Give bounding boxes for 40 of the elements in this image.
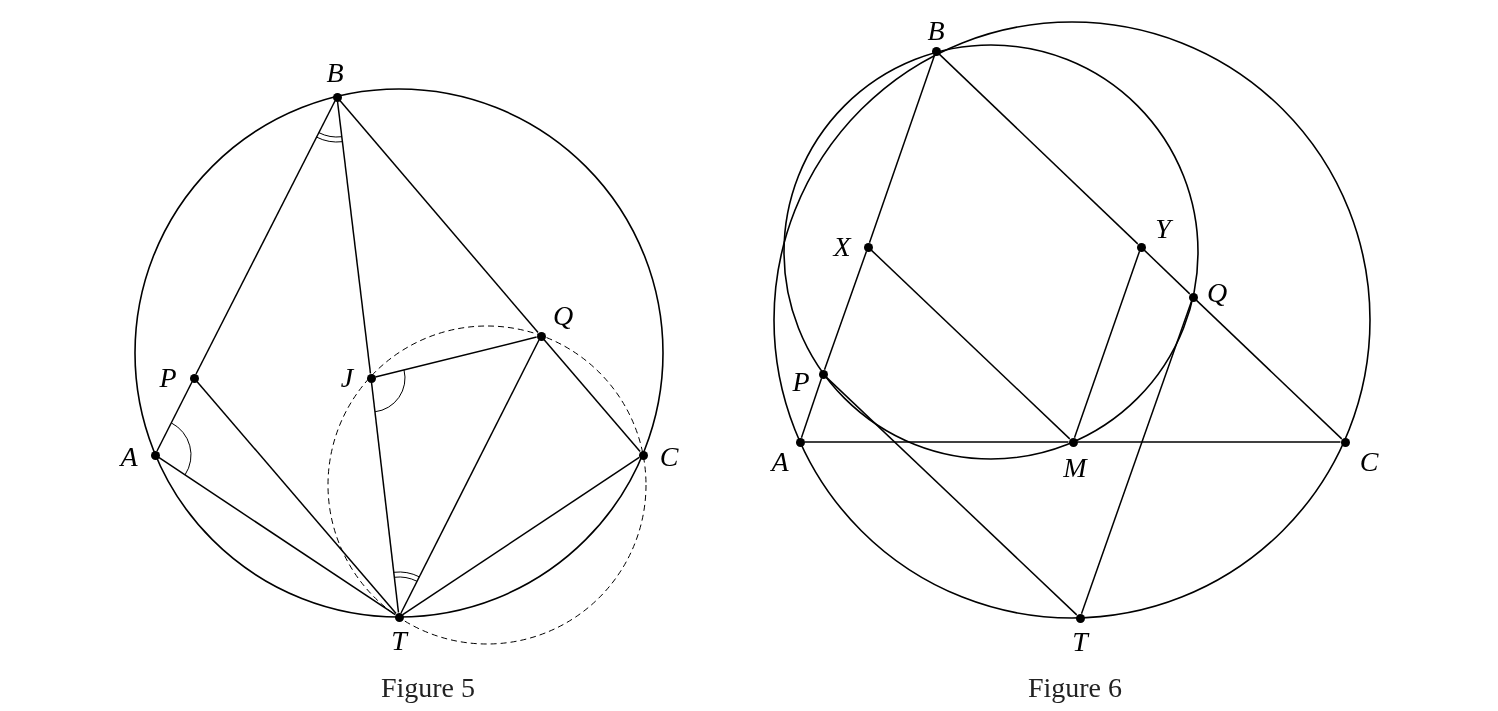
figure-caption: Figure 5 — [380, 674, 476, 702]
figure-caption: Figure 6 — [1027, 674, 1123, 702]
point-label: X — [833, 233, 851, 261]
point-label: C — [659, 443, 679, 471]
line-segment — [938, 53, 1139, 245]
line-segment — [870, 249, 1071, 440]
point-label: T — [1072, 628, 1088, 656]
line-segment — [1073, 250, 1141, 439]
line-segment — [825, 376, 1078, 616]
point-label: P — [792, 368, 810, 396]
line-segment — [1195, 299, 1343, 440]
point-label: B — [326, 59, 344, 87]
line-segment — [196, 380, 397, 615]
line-segment — [1143, 249, 1191, 295]
line-segment — [400, 339, 540, 614]
line-segment — [1076, 441, 1342, 443]
line-segment — [156, 381, 193, 452]
point-label: A — [771, 448, 789, 476]
line-segment — [543, 338, 641, 453]
point-label: P — [159, 364, 177, 392]
line-segment — [339, 99, 539, 334]
line-segment — [803, 441, 1070, 443]
line-segment — [823, 250, 868, 371]
line-segment — [370, 381, 400, 614]
point-label: M — [1063, 454, 1087, 482]
line-segment — [800, 377, 823, 439]
line-segment — [336, 100, 372, 375]
point-label: J — [340, 364, 354, 392]
line-segment — [195, 100, 336, 375]
point-label: B — [927, 17, 945, 45]
point-label: C — [1359, 448, 1379, 476]
line-segment — [158, 456, 396, 616]
line-segment — [1080, 300, 1193, 615]
line-segment — [868, 54, 936, 244]
point-label: Q — [1206, 279, 1228, 307]
line-segment — [402, 456, 640, 616]
point-label: T — [391, 627, 407, 655]
point-label: A — [120, 443, 138, 471]
point-label: Q — [552, 302, 574, 330]
line-segment — [374, 336, 538, 378]
